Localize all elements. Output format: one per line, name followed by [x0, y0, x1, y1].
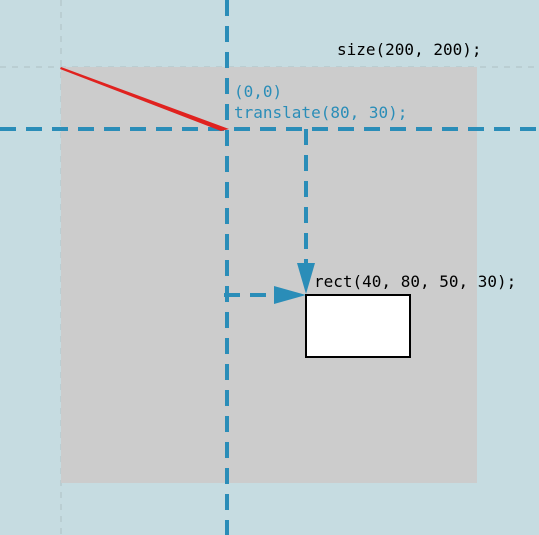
y-offset-arrowhead: [297, 263, 315, 294]
rect-label: rect(40, 80, 50, 30);: [314, 272, 516, 291]
origin-label: (0,0): [234, 82, 282, 101]
size-label: size(200, 200);: [337, 40, 482, 59]
translate-label: translate(80, 30);: [234, 103, 407, 122]
translation-arrow: [60, 67, 229, 131]
x-offset-arrowhead: [274, 286, 306, 304]
sketch-canvas: [61, 67, 477, 483]
drawn-rectangle: [305, 294, 411, 358]
